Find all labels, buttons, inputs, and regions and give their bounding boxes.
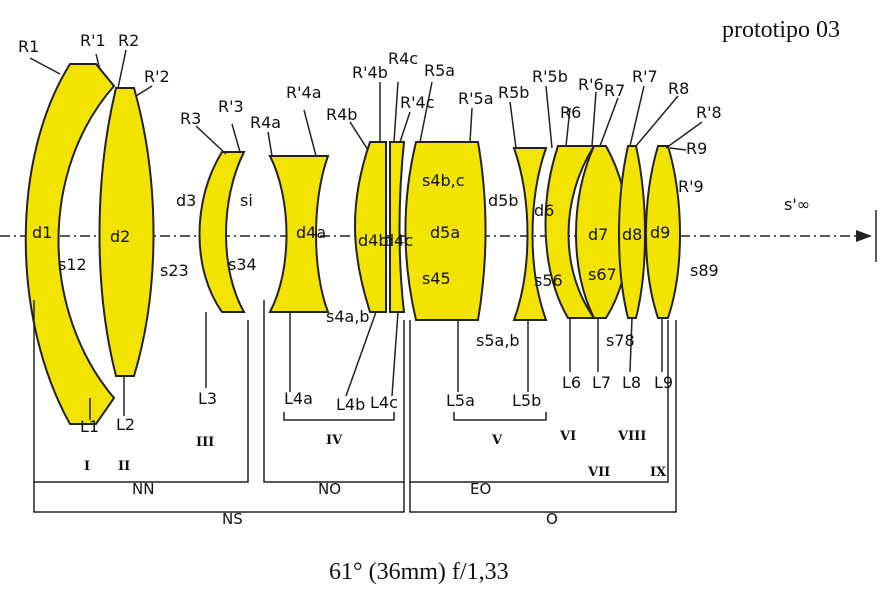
lens-l9 [645,145,681,319]
label-d4b: d4b [358,231,389,250]
numeral-iv: IV [326,433,343,448]
numeral-ix: IX [650,465,667,480]
numeral-vii: VII [587,465,610,480]
lens-l3 [198,151,246,313]
label-r2: R2 [118,31,139,50]
group-eo: EO [470,480,491,498]
label-r4a: R4a [250,113,281,132]
label-d4a: d4a [296,223,326,242]
label-d1: d1 [32,223,52,242]
label-r5ap: R'5a [458,89,494,108]
label-d5a: d5a [430,223,460,242]
numeral-v: V [491,433,503,448]
label-l7: L7 [592,373,611,392]
label-r8: R8 [668,79,689,98]
label-r4ap: R'4a [286,83,322,102]
label-s23: s23 [160,261,189,280]
label-s4bc: s4b,c [422,171,465,190]
label-r5b: R5b [498,83,529,102]
bracket-ns [33,482,405,513]
label-s67: s67 [588,265,617,284]
label-r7: R7 [604,81,625,100]
group-o: O [546,510,558,528]
label-l9: L9 [654,373,673,392]
label-d3: d3 [176,191,196,210]
label-s45: s45 [422,269,451,288]
label-r5a: R5a [424,61,455,80]
label-d7: d7 [588,225,608,244]
label-r8p: R'8 [696,103,722,122]
label-s34: s34 [228,255,257,274]
group-no: NO [318,480,341,498]
lens-l8 [618,145,646,319]
lens-l2 [98,87,155,377]
label-r1: R1 [18,37,39,56]
bracket-iv [283,412,395,421]
label-r7p: R'7 [632,67,658,86]
label-d6: d6 [534,201,554,220]
label-r4c: R4c [388,49,418,68]
label-d2: d2 [110,227,130,246]
leader-lines [29,49,703,420]
label-r6p: R'6 [578,75,604,94]
label-r6: R6 [560,103,581,122]
diagram-caption: 61° (36mm) f/1,33 [329,559,509,585]
label-l6: L6 [562,373,581,392]
lens-l5b [512,147,548,321]
label-r2p: R'2 [144,67,170,86]
label-r9: R9 [686,139,707,158]
label-r9p: R'9 [678,177,704,196]
label-r4cp: R'4c [400,93,435,112]
lens-l4a [268,155,330,313]
bracket-nn [33,300,249,483]
label-r1p: R'1 [80,31,106,50]
numeral-viii: VIII [617,429,646,444]
label-l4a: L4a [284,389,313,408]
group-ns: NS [222,510,243,528]
label-r3: R3 [180,109,201,128]
label-s5ab: s5a,b [476,331,520,350]
lens-l1 [24,63,116,425]
label-r5bp: R'5b [532,67,568,86]
numeral-iii: III [196,435,214,450]
label-s78: s78 [606,331,635,350]
bracket-eo [409,320,669,483]
lens-l5a [404,141,487,321]
label-d4c: d4c [384,231,413,250]
label-l5a: L5a [446,391,475,410]
label-s56: s56 [534,271,563,290]
diagram-title: prototipo 03 [722,17,840,43]
group-nn: NN [132,480,154,498]
lens-l4b [354,141,387,313]
label-d9: d9 [650,223,670,242]
axis-arrow-icon [856,230,872,242]
numeral-i: I [84,459,90,474]
label-si: si [240,191,253,210]
label-r3p: R'3 [218,97,244,116]
label-d8: d8 [622,225,642,244]
label-l4c: L4c [370,393,398,412]
lens-l4c [389,141,406,313]
label-l1: L1 [80,417,99,436]
label-l2: L2 [116,415,135,434]
label-sinf: s'∞ [784,195,810,214]
bracket-no [263,300,405,483]
label-l4b: L4b [336,395,365,414]
label-r4b: R4b [326,105,357,124]
label-l8: L8 [622,373,641,392]
label-r4bp: R'4b [352,63,388,82]
label-s4ab: s4a,b [326,307,370,326]
bracket-v [453,412,547,421]
numeral-ii: II [118,459,130,474]
numeral-vi: VI [559,429,576,444]
bracket-o [409,320,677,513]
label-s12: s12 [58,255,87,274]
label-l3: L3 [198,389,217,408]
label-d5b: d5b [488,191,519,210]
label-l5b: L5b [512,391,541,410]
label-s89: s89 [690,261,719,280]
